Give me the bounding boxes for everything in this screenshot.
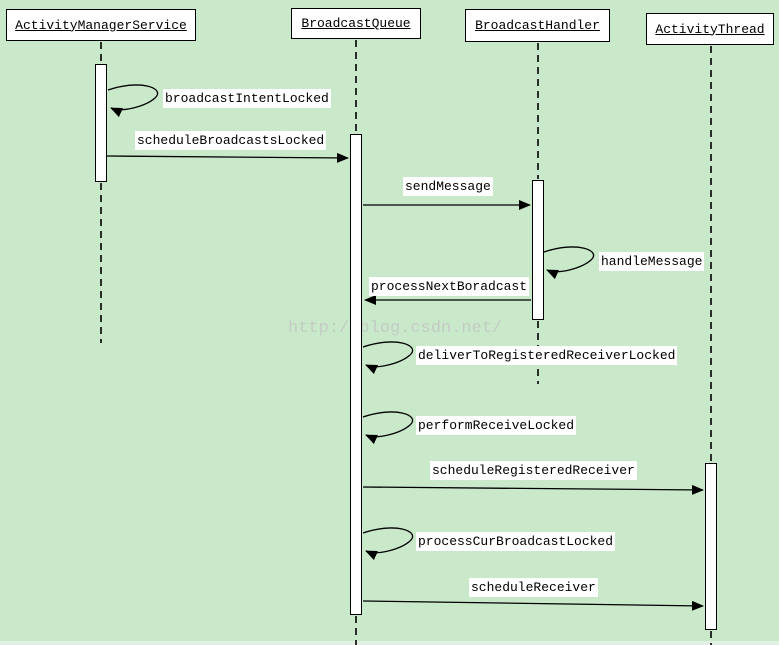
lifeline-head-broadcast-handler: BroadcastHandler: [465, 9, 610, 42]
lifeline-label: BroadcastHandler: [475, 18, 600, 33]
message-arrows: [106, 84, 704, 611]
arrow-process-cur-broadcast-locked-self: [362, 527, 413, 561]
message-label-perform-receive-locked: performReceiveLocked: [416, 416, 577, 435]
bottom-edge-strip: [0, 641, 779, 645]
message-label-send-message: sendMessage: [403, 177, 493, 196]
lifeline-head-activity-manager-service: ActivityManagerService: [6, 9, 196, 41]
lifeline-label: ActivityThread: [655, 21, 765, 37]
message-label-handle-message: handleMessage: [599, 252, 705, 271]
lifeline-label: ActivityManagerService: [15, 17, 187, 33]
message-label-schedule-broadcasts-locked: scheduleBroadcastsLocked: [135, 131, 327, 150]
watermark-text: http://blog.csdn.net/: [288, 319, 503, 338]
activation-bar-broadcast-handler: [532, 180, 544, 320]
message-label-process-cur-broadcast-locked: processCurBroadcastLocked: [416, 532, 616, 551]
arrow-handle-message-self: [543, 246, 594, 280]
message-label-broadcast-intent-locked: broadcastIntentLocked: [163, 89, 331, 108]
arrow-schedule-registered-receiver: [362, 484, 704, 495]
message-label-deliver-to-registered-receiver-locked: deliverToRegisteredReceiverLocked: [416, 346, 678, 365]
arrow-schedule-broadcasts-locked: [106, 152, 349, 163]
activation-bar-activity-manager-service: [95, 64, 107, 182]
lifeline-dashes: [100, 40, 712, 645]
arrow-schedule-receiver: [362, 600, 704, 611]
arrow-deliver-to-registered-receiver-locked-self: [362, 341, 413, 375]
message-label-schedule-receiver: scheduleReceiver: [469, 578, 598, 597]
lifeline-label: BroadcastQueue: [301, 16, 411, 31]
message-label-process-next-boradcast: processNextBoradcast: [369, 277, 530, 296]
lifeline-head-broadcast-queue: BroadcastQueue: [291, 8, 421, 39]
arrow-broadcast-intent-locked-self: [107, 84, 158, 118]
message-label-schedule-registered-receiver: scheduleRegisteredReceiver: [430, 461, 637, 480]
lifeline-head-activity-thread: ActivityThread: [646, 13, 774, 45]
activation-bar-activity-thread: [705, 463, 717, 630]
activation-bar-broadcast-queue: [350, 134, 362, 615]
arrow-perform-receive-locked-self: [362, 411, 413, 445]
